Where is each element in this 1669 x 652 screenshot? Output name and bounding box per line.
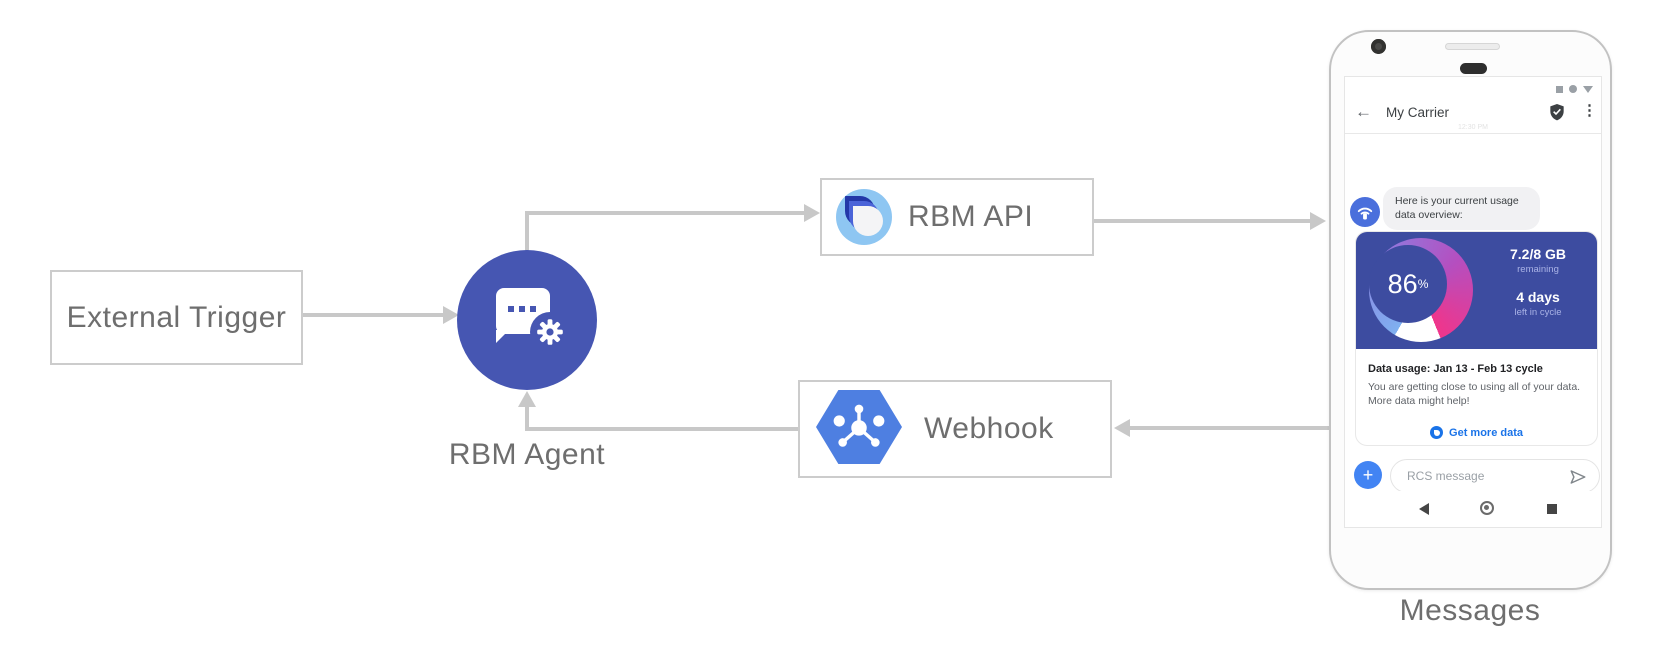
- arrow-api-to-phone: [1094, 219, 1312, 223]
- back-arrow-icon[interactable]: ←: [1355, 102, 1372, 121]
- get-more-data-button[interactable]: Get more data: [1368, 426, 1585, 439]
- arrowhead-agent-to-api: [804, 204, 820, 222]
- arrowhead-api-to-phone: [1310, 212, 1326, 230]
- overflow-menu-icon[interactable]: ⋮: [1582, 102, 1597, 119]
- usage-gauge-center: 86%: [1369, 245, 1447, 323]
- external-trigger-label: External Trigger: [66, 300, 287, 334]
- phone-screen: ← My Carrier ⋮ 12:30 PM: [1344, 76, 1602, 528]
- webhook-box: Webhook: [798, 380, 1112, 478]
- usage-card-title: Data usage: Jan 13 - Feb 13 cycle: [1368, 363, 1543, 375]
- usage-card-body: Data usage: Jan 13 - Feb 13 cycle You ar…: [1356, 349, 1597, 439]
- chat-bubble-tail: [496, 330, 509, 343]
- nav-back-icon[interactable]: [1419, 503, 1429, 515]
- attach-plus-button[interactable]: +: [1354, 461, 1382, 489]
- message-timestamp: 12:30 PM: [1458, 124, 1488, 131]
- usage-percent-unit: %: [1417, 277, 1429, 291]
- globe-icon: [1430, 426, 1444, 439]
- webhook-hexagon-icon: [816, 389, 902, 469]
- message-line-1: Here is your current usage: [1395, 195, 1519, 207]
- message-line-2: data overview:: [1395, 209, 1463, 221]
- arrow-trigger-to-agent: [303, 313, 445, 317]
- usage-card: 86% 7.2/8 GB remaining 4 days left in cy…: [1355, 231, 1598, 446]
- connector-webhook-to-agent: [525, 405, 798, 431]
- rbm-api-logo-icon: [836, 189, 892, 245]
- carrier-avatar: [1350, 197, 1380, 227]
- rbm-agent-label: RBM Agent: [448, 438, 606, 471]
- data-remaining-value: 7.2/8 GB: [1509, 246, 1567, 262]
- app-bar: ← My Carrier ⋮: [1345, 95, 1601, 134]
- conversation-title: My Carrier: [1386, 105, 1449, 120]
- arrow-phone-to-webhook: [1128, 426, 1332, 430]
- nav-home-icon[interactable]: [1480, 501, 1494, 515]
- usage-card-header: 86% 7.2/8 GB remaining 4 days left in cy…: [1356, 232, 1597, 349]
- arrowhead-trigger-to-agent: [443, 306, 459, 324]
- days-left-value: 4 days: [1516, 289, 1560, 305]
- arrowhead-webhook-to-agent: [518, 391, 536, 407]
- nav-recents-icon[interactable]: [1547, 504, 1557, 514]
- front-camera: [1371, 39, 1386, 54]
- arrowhead-phone-to-webhook: [1114, 419, 1130, 437]
- get-more-data-label: Get more data: [1449, 426, 1523, 439]
- usage-card-text-2: More data might help!: [1368, 394, 1470, 407]
- days-left-label: left in cycle: [1514, 307, 1562, 318]
- usage-stats: 7.2/8 GB remaining 4 days left in cycle: [1486, 246, 1590, 318]
- rbm-api-label: RBM API: [908, 200, 1034, 233]
- usage-card-text-1: You are getting close to using all of yo…: [1368, 381, 1581, 393]
- data-remaining-label: remaining: [1517, 264, 1559, 275]
- webhook-label: Webhook: [924, 412, 1054, 445]
- rbm-agent-node: [457, 250, 597, 390]
- gear-icon: [530, 312, 570, 352]
- message-input-pill: [1390, 459, 1600, 493]
- send-icon[interactable]: [1569, 468, 1587, 486]
- rbm-api-box: RBM API: [820, 178, 1094, 256]
- status-bar: [1556, 85, 1593, 93]
- incoming-message-bubble: Here is your current usage data overview…: [1383, 187, 1540, 230]
- usage-percent: 86: [1387, 268, 1418, 299]
- status-circle-icon: [1569, 85, 1577, 93]
- connector-agent-to-api: [525, 211, 808, 252]
- status-square-icon: [1556, 85, 1563, 93]
- rcs-message-input[interactable]: [1407, 466, 1557, 486]
- earpiece: [1460, 63, 1487, 74]
- status-triangle-icon: [1583, 85, 1593, 93]
- android-nav-bar: [1345, 491, 1601, 527]
- verified-shield-icon: [1549, 103, 1565, 121]
- messages-caption: Messages: [1399, 594, 1541, 627]
- external-trigger-box: External Trigger: [50, 270, 303, 365]
- phone-mockup: ← My Carrier ⋮ 12:30 PM: [1329, 30, 1612, 590]
- chat-dots-icon: [508, 306, 536, 312]
- speaker-grille: [1445, 43, 1500, 50]
